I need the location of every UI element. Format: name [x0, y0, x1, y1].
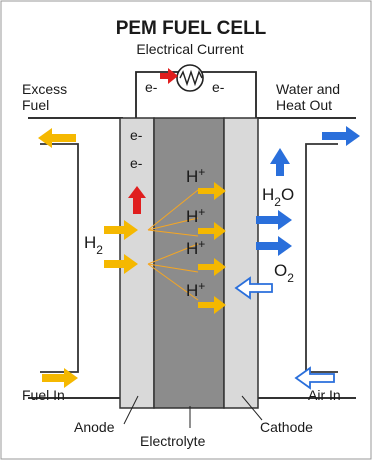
electrolyte-layer — [153, 117, 225, 409]
hydrogen-arrow-1 — [104, 220, 138, 240]
anode-leader — [123, 395, 139, 425]
cathode-leader — [241, 395, 263, 421]
proton-label-3: H+ — [186, 237, 205, 258]
proton-group: H+ H+ H+ H+ — [186, 165, 226, 314]
oxygen-arrow — [234, 276, 273, 300]
circuit-electron-right: e- — [212, 79, 225, 95]
air-in-label: Air In — [308, 387, 341, 403]
water-heat-label-2: Heat Out — [276, 97, 332, 113]
proton-label-1: H+ — [186, 165, 205, 186]
diagram-title: PEM FUEL CELL — [116, 18, 267, 39]
electrolyte-label: Electrolyte — [140, 433, 206, 449]
anode-label: Anode — [74, 419, 115, 435]
oxygen-label: O2 — [274, 261, 294, 285]
external-circuit: e- e- — [135, 64, 257, 118]
proton-arrow-3 — [198, 258, 226, 276]
water-arrow-1 — [256, 210, 292, 230]
fuel-in-label: Fuel In — [22, 387, 65, 403]
hydrogen-label: H2 — [84, 233, 103, 257]
water-label: H2O — [262, 185, 294, 209]
cathode-label: Cathode — [260, 419, 313, 435]
water-arrow-2 — [256, 236, 292, 256]
anode-electron-1: e- — [130, 127, 143, 143]
water-up-arrow — [270, 148, 290, 176]
proton-label-2: H+ — [186, 205, 205, 226]
proton-label-4: H+ — [186, 279, 205, 300]
electron-flow-arrow — [168, 68, 178, 84]
proton-arrow-1 — [198, 182, 226, 200]
anode-electron-2: e- — [130, 155, 143, 171]
fuel-in-arrow — [42, 368, 78, 388]
proton-arrow-4 — [198, 296, 226, 314]
fuel-channel-wall — [40, 143, 79, 373]
circuit-label: Electrical Current — [136, 41, 243, 57]
air-channel-wall — [305, 143, 338, 373]
cathode-layer — [223, 117, 259, 409]
resistor-icon — [176, 64, 204, 92]
air-in-arrow — [294, 366, 335, 390]
hydrogen-arrow-2 — [104, 254, 138, 274]
electron-up-arrow — [128, 186, 146, 214]
circuit-electron-left: e- — [145, 79, 158, 95]
proton-arrow-2 — [198, 222, 226, 240]
water-heat-label-1: Water and — [276, 81, 340, 97]
excess-fuel-label-2: Fuel — [22, 97, 49, 113]
excess-fuel-label-1: Excess — [22, 81, 67, 97]
water-out-arrow — [322, 126, 360, 146]
proton-paths — [147, 189, 199, 301]
excess-fuel-arrow — [38, 128, 76, 148]
